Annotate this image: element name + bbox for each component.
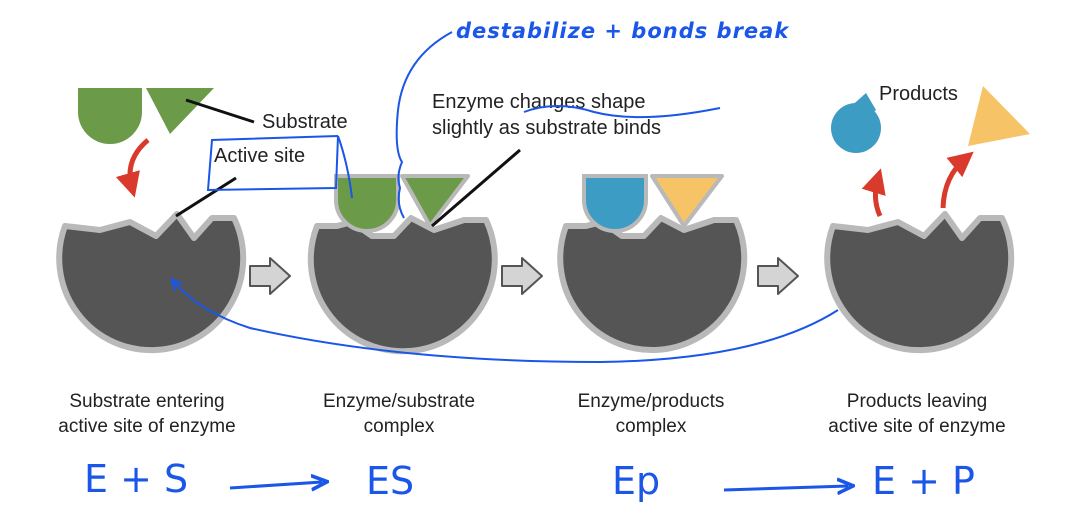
- product-semicircle-free-body: [831, 103, 881, 153]
- caption-line2: active site of enzyme: [828, 416, 1005, 437]
- caption-line1: Enzyme/products: [578, 391, 725, 412]
- enzyme-body: [824, 211, 1015, 354]
- caption-line1: Enzyme/substrate: [323, 391, 475, 412]
- eq-es: ES: [366, 459, 414, 503]
- handwriting: destabilize + bonds break E + S ES Ep E …: [84, 19, 975, 503]
- enzyme-2: [307, 215, 498, 355]
- products-free: [831, 86, 1030, 153]
- enzyme-1: [56, 211, 247, 354]
- caption-1: Substrate entering active site of enzyme: [58, 391, 235, 437]
- enzyme-change-label-1: Enzyme changes shape: [432, 91, 645, 113]
- caption-line2: complex: [616, 416, 687, 437]
- caption-line2: active site of enzyme: [58, 416, 235, 437]
- substrate-semicircle: [78, 88, 142, 144]
- eq-e-plus-s: E + S: [84, 457, 188, 501]
- entry-arrow: [115, 138, 150, 198]
- enzyme-3: [557, 215, 748, 353]
- active-site-leader: [175, 176, 237, 218]
- destabilize-note: destabilize + bonds break: [456, 19, 790, 43]
- enzyme-body: [557, 215, 748, 353]
- caption-4: Products leaving active site of enzyme: [828, 391, 1005, 437]
- eq-arrow-2: [723, 486, 848, 490]
- product-triangle-free: [968, 86, 1030, 146]
- substrate-triangle: [146, 88, 214, 134]
- caption-3: Enzyme/products complex: [578, 391, 725, 437]
- shape-change-leader: [431, 148, 521, 228]
- exit-arrow-yellow: [940, 151, 974, 209]
- product-triangle: [650, 174, 724, 228]
- step-arrow-3: [757, 257, 799, 295]
- products-label: Products: [879, 83, 958, 105]
- step-arrow-1: [249, 257, 291, 295]
- caption-2: Enzyme/substrate complex: [323, 391, 475, 437]
- recycle-arrow: [174, 282, 839, 364]
- substrate-triangle: [400, 174, 470, 228]
- active-site-pointer: [337, 135, 353, 199]
- enzyme-body: [56, 211, 247, 354]
- active-site-box: [206, 135, 339, 192]
- products-bound: [582, 174, 724, 233]
- eq-ep: Ep: [612, 459, 660, 503]
- shape-underline: [523, 105, 721, 119]
- substrate-label: Substrate: [262, 111, 348, 133]
- enzyme-change-label-2: slightly as substrate binds: [432, 117, 661, 139]
- caption-line1: Products leaving: [847, 391, 987, 412]
- substrate-semicircle: [334, 174, 400, 233]
- caption-line2: complex: [364, 416, 435, 437]
- enzyme-body: [307, 215, 498, 355]
- active-site-label: Active site: [214, 145, 305, 167]
- eq-e-plus-p: E + P: [872, 459, 975, 503]
- substrate-leader: [185, 98, 255, 124]
- exit-arrow-blue: [861, 168, 886, 218]
- product-semicircle: [582, 174, 648, 233]
- enzyme-4: [824, 211, 1015, 354]
- destabilize-pointer: [395, 31, 453, 219]
- step-arrow-2: [501, 257, 543, 295]
- substrate-free: [78, 88, 214, 144]
- caption-line1: Substrate entering: [69, 391, 224, 412]
- eq-arrow-1: [229, 482, 322, 488]
